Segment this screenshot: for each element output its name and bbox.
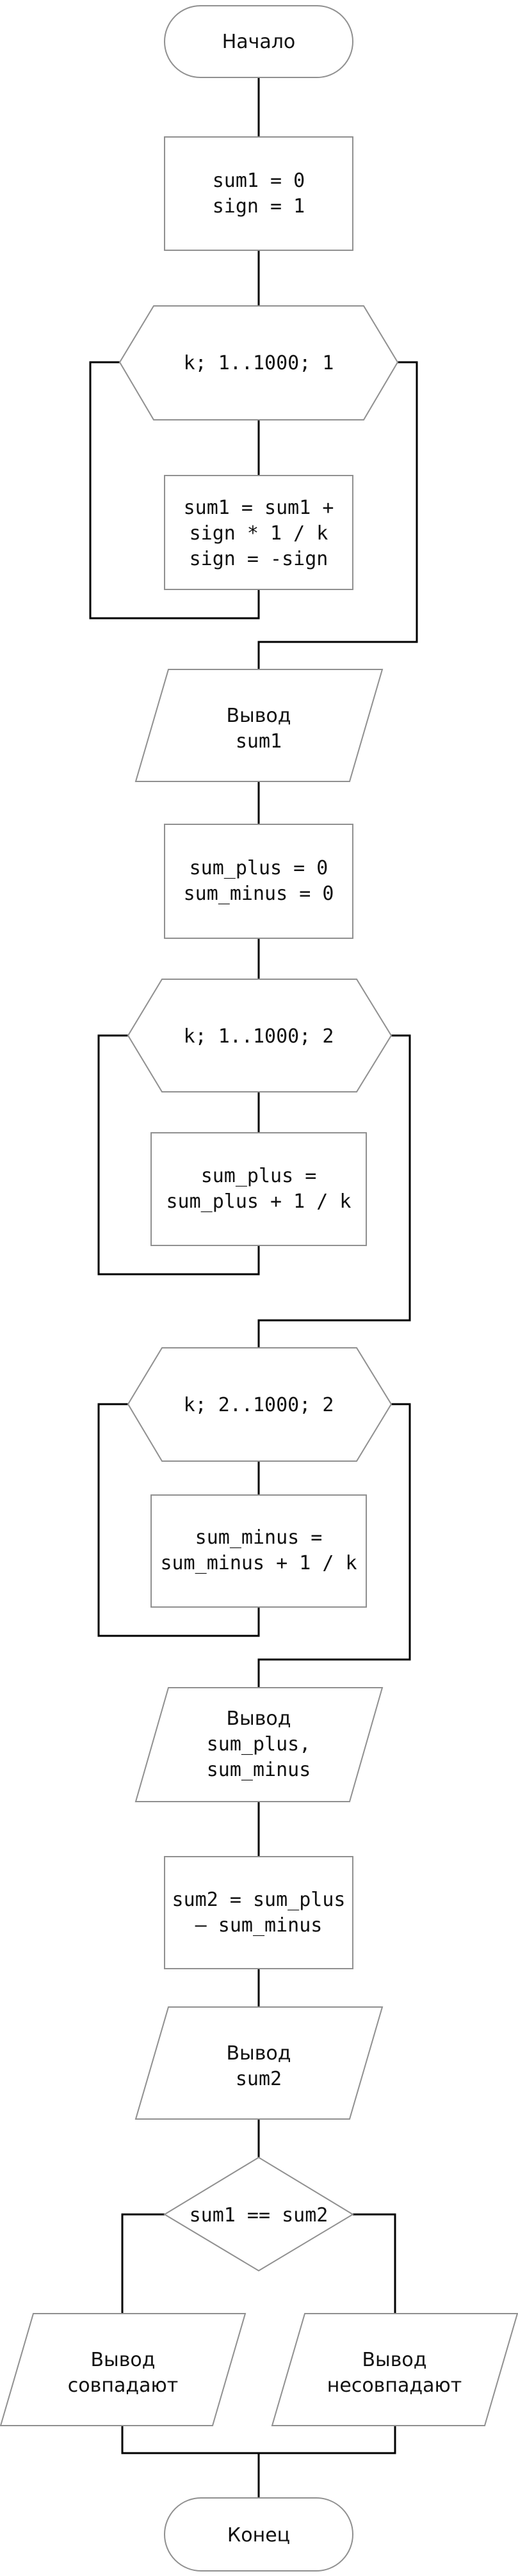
process-text-line: sum_minus = 0	[184, 883, 334, 905]
end-label: Конец	[227, 2524, 290, 2547]
output-equal-parallelogram: Вывод совпадают	[0, 2313, 247, 2426]
loop3-hexagon: k; 2..1000; 2	[127, 1347, 393, 1462]
io-text-line: Вывод	[362, 2349, 426, 2371]
process-text-line: sign = -sign	[190, 548, 328, 570]
loop1-label: k; 1..1000; 1	[184, 352, 334, 374]
start-label: Начало	[222, 31, 296, 53]
process-text-line: sign * 1 / k	[190, 522, 328, 545]
init-sums-block: sum_plus = 0 sum_minus = 0	[164, 824, 353, 939]
loop2-hexagon: k; 1..1000; 2	[127, 979, 393, 1092]
loop2-body-block: sum_plus = sum_plus + 1 / k	[150, 1132, 367, 1246]
io-text-line: sum_minus	[207, 1759, 311, 1781]
condition-label: sum1 == sum2	[190, 2204, 328, 2227]
process-text-line: sum_plus = 0	[190, 857, 328, 879]
output-sums-parallelogram: Вывод sum_plus, sum_minus	[134, 1687, 384, 1802]
process-text-line: sum1 = sum1 +	[184, 497, 334, 519]
loop3-body-block: sum_minus = sum_minus + 1 / k	[150, 1494, 367, 1608]
loop2-label: k; 1..1000; 2	[184, 1025, 334, 1048]
io-text-line: Вывод	[226, 2042, 291, 2065]
start-node: Начало	[164, 5, 353, 78]
process-text-line: sum2 = sum_plus	[172, 1889, 346, 1911]
loop1-body-block: sum1 = sum1 + sign * 1 / k sign = -sign	[164, 475, 353, 590]
process-text-line: – sum_minus	[195, 1914, 323, 1937]
output-sum2-parallelogram: Вывод sum2	[134, 2006, 384, 2120]
loop1-hexagon: k; 1..1000; 1	[118, 305, 399, 420]
io-text-line: несовпадают	[327, 2374, 462, 2397]
connectors	[89, 77, 418, 2498]
io-text-line: sum_plus,	[207, 1733, 311, 1756]
io-text-line: Вывод	[226, 705, 291, 727]
output-sum1-parallelogram: Вывод sum1	[134, 669, 384, 782]
process-text-line: sum_plus =	[201, 1165, 317, 1187]
end-node: Конец	[164, 2497, 353, 2572]
io-text-line: sum1	[236, 730, 282, 753]
loop3-label: k; 2..1000; 2	[184, 1394, 334, 1416]
io-text-line: Вывод	[90, 2349, 155, 2371]
process-text-line: sum1 = 0	[213, 170, 305, 192]
process-text-line: sum_plus + 1 / k	[166, 1190, 352, 1213]
process-text-line: sum_minus + 1 / k	[160, 1552, 357, 1574]
io-text-line: совпадают	[68, 2374, 178, 2397]
calc-sum2-block: sum2 = sum_plus – sum_minus	[164, 1856, 353, 1969]
init-sum1-block: sum1 = 0 sign = 1	[164, 136, 353, 251]
io-text-line: sum2	[236, 2068, 282, 2090]
process-text-line: sum_minus =	[195, 1526, 323, 1549]
output-not-equal-parallelogram: Вывод несовпадают	[271, 2313, 518, 2426]
process-text-line: sign = 1	[213, 195, 305, 218]
condition-diamond: sum1 == sum2	[163, 2156, 354, 2272]
io-text-line: Вывод	[226, 1708, 291, 1730]
